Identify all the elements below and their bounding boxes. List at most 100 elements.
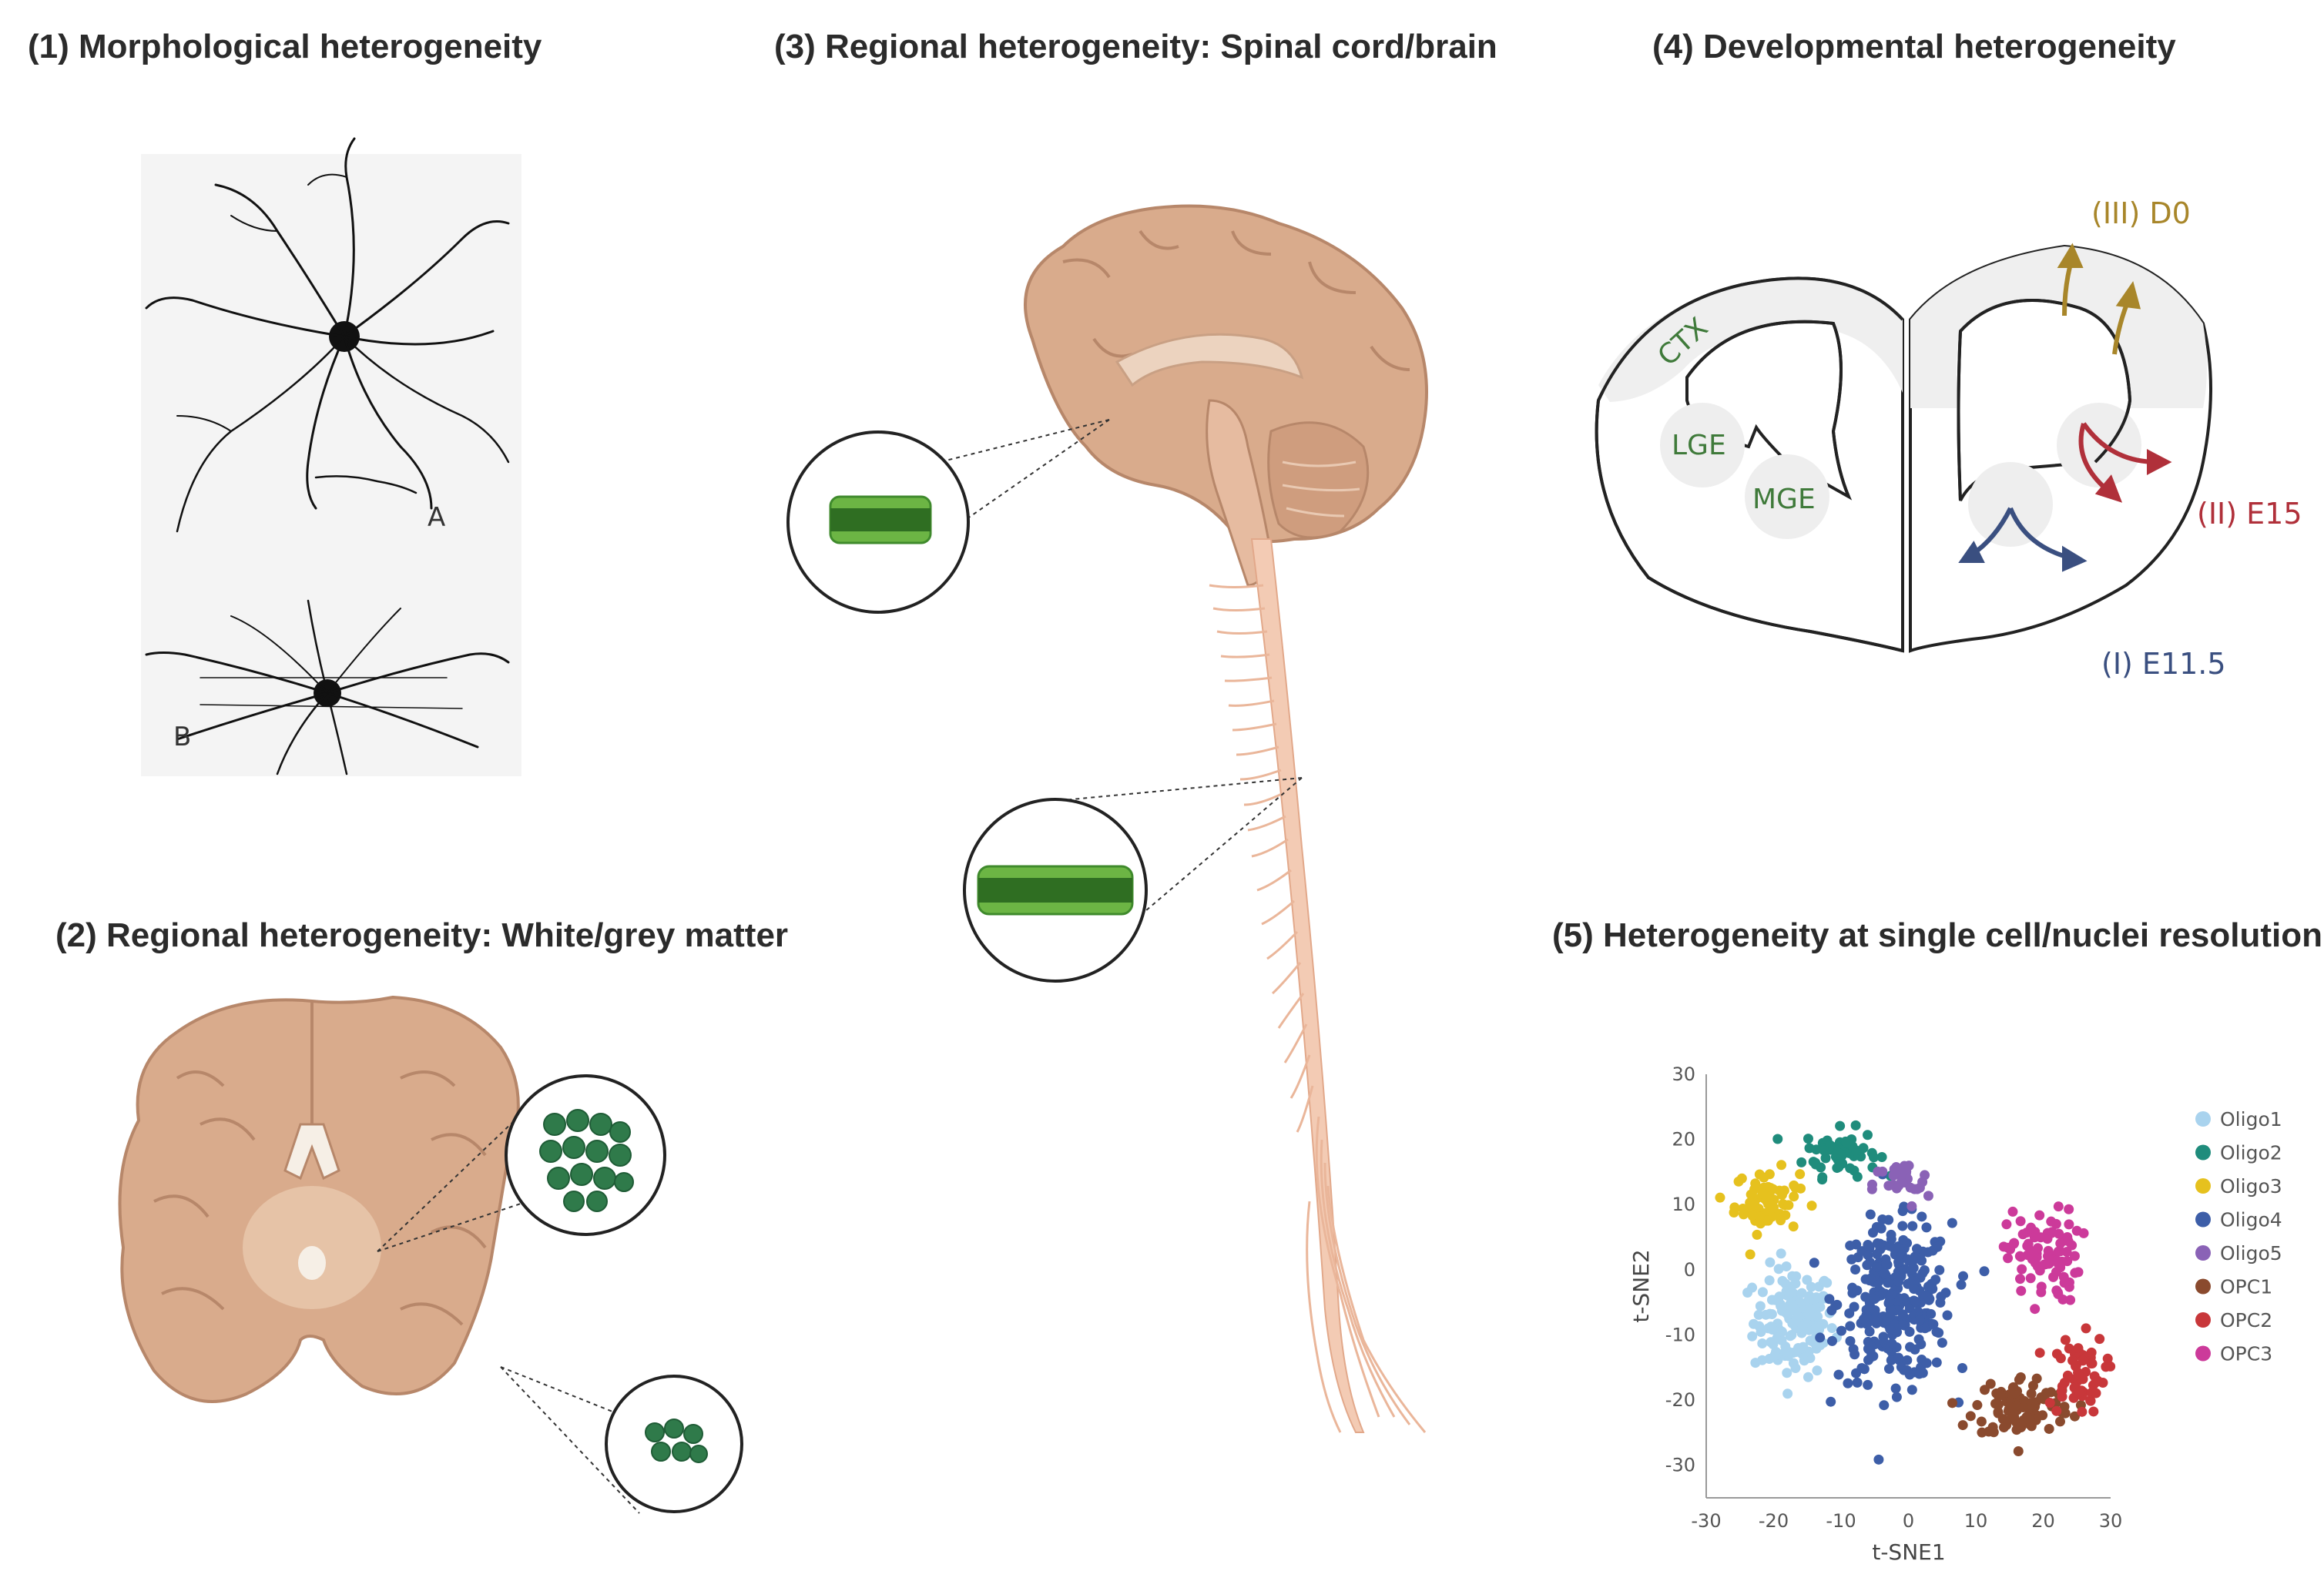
scatter-point-oligo4 — [1872, 1249, 1883, 1260]
scatter-point-opc3 — [2069, 1251, 2080, 1261]
scatter-point-oligo4 — [1903, 1255, 1914, 1266]
scatter-point-oligo4 — [1926, 1308, 1937, 1319]
x-tick-label: 20 — [2031, 1510, 2055, 1532]
sparse-oligodendrocytes — [645, 1419, 708, 1463]
scatter-point-oligo4 — [1863, 1240, 1873, 1251]
scatter-point-opc2 — [2094, 1334, 2105, 1345]
y-tick-label: 30 — [1672, 1063, 1695, 1085]
scatter-point-oligo4 — [1809, 1258, 1819, 1268]
scatter-point-oligo3 — [1729, 1202, 1740, 1213]
wave-ii-arrows — [2078, 422, 2172, 503]
scatter-point-oligo1 — [1806, 1281, 1816, 1292]
scatter-point-oligo2 — [1817, 1174, 1828, 1185]
scatter-point-oligo2 — [1858, 1143, 1869, 1154]
scatter-point-oligo3 — [1776, 1190, 1787, 1201]
scatter-point-oligo4 — [1815, 1332, 1826, 1343]
scatter-point-opc3 — [2014, 1251, 2025, 1261]
scatter-point-opc3 — [2017, 1229, 2028, 1240]
scatter-point-oligo1 — [1791, 1347, 1802, 1358]
scatter-point-oligo3 — [1752, 1229, 1762, 1240]
scatter-point-oligo4 — [1899, 1201, 1910, 1212]
scatter-point-oligo4 — [1886, 1229, 1896, 1240]
scatter-point-oligo4 — [1875, 1238, 1886, 1249]
scatter-point-oligo4 — [1868, 1351, 1879, 1362]
scatter-point-opc3 — [2016, 1285, 2027, 1296]
scatter-point-oligo4 — [1880, 1268, 1890, 1279]
scatter-point-oligo2 — [1796, 1157, 1807, 1167]
scatter-point-oligo2 — [1833, 1147, 1843, 1158]
scatter-point-opc1 — [1985, 1378, 1996, 1389]
scatter-point-oligo1 — [1814, 1325, 1825, 1335]
scatter-point-opc3 — [2073, 1267, 2084, 1278]
scatter-point-oligo3 — [1776, 1160, 1787, 1171]
scatter-point-oligo1 — [1742, 1288, 1753, 1298]
scatter-point-oligo2 — [1849, 1165, 1860, 1176]
scatter-point-opc3 — [2065, 1295, 2076, 1305]
legend-marker — [2195, 1144, 2211, 1161]
scatter-point-oligo2 — [1869, 1152, 1880, 1163]
scatter-point-oligo4 — [1883, 1278, 1893, 1288]
scatter-point-oligo4 — [1931, 1357, 1942, 1368]
scatter-point-oligo4 — [1870, 1305, 1880, 1315]
scatter-point-oligo1 — [1777, 1275, 1788, 1286]
scatter-point-opc1 — [2013, 1445, 2024, 1456]
grey-matter-zoom-circle — [605, 1375, 743, 1513]
scatter-point-oligo4 — [1877, 1214, 1888, 1225]
spinal-cord — [1250, 538, 1365, 1433]
mge-region — [1745, 454, 1829, 539]
scatter-point-oligo1 — [1764, 1275, 1775, 1286]
scatter-point-oligo4 — [1897, 1309, 1908, 1320]
scatter-point-opc2 — [2105, 1361, 2116, 1372]
y-tick-label: -30 — [1665, 1455, 1695, 1476]
scatter-point-oligo4 — [1850, 1264, 1861, 1275]
scatter-point-oligo4 — [1914, 1315, 1925, 1325]
scatter-point-opc2 — [2034, 1348, 2045, 1358]
scatter-point-oligo4 — [1904, 1326, 1915, 1337]
scatter-point-oligo4 — [1891, 1392, 1902, 1402]
scatter-point-oligo4 — [1979, 1266, 1990, 1277]
scatter-point-oligo4 — [1869, 1294, 1880, 1305]
scatter-point-opc3 — [2015, 1274, 2026, 1285]
scatter-point-oligo1 — [1783, 1346, 1794, 1357]
legend-marker — [2195, 1211, 2211, 1228]
scatter-point-oligo2 — [1841, 1137, 1852, 1148]
wave-i-arrows — [1958, 507, 2088, 572]
lge-region — [1660, 403, 1745, 487]
scatter-point-oligo2 — [1811, 1144, 1822, 1155]
x-tick-label: -30 — [1691, 1510, 1721, 1532]
scatter-point-oligo2 — [1863, 1130, 1873, 1141]
scatter-point-oligo2 — [1803, 1134, 1813, 1144]
scatter-point-opc3 — [2036, 1287, 2047, 1298]
scatter-point-opc2 — [2102, 1353, 2113, 1364]
scatter-point-oligo4 — [1956, 1279, 1967, 1290]
scatter-point-oligo4 — [1858, 1314, 1869, 1325]
scatter-point-opc3 — [2030, 1304, 2041, 1315]
scatter-point-opc3 — [2007, 1206, 2018, 1217]
scatter-point-oligo4 — [1885, 1324, 1896, 1335]
scatter-point-oligo4 — [1856, 1362, 1867, 1373]
scatter-point-oligo1 — [1786, 1329, 1797, 1340]
scatter-point-opc3 — [2035, 1232, 2046, 1243]
scatter-point-oligo4 — [1942, 1310, 1953, 1321]
scatter-point-oligo4 — [1833, 1369, 1844, 1380]
scatter-point-oligo1 — [1784, 1288, 1795, 1299]
scatter-point-oligo3 — [1757, 1188, 1768, 1199]
scatter-point-opc3 — [2044, 1255, 2055, 1266]
white-matter-zoom-circle — [505, 1074, 666, 1236]
scatter-point-opc2 — [2086, 1347, 2097, 1358]
scatter-point-oligo4 — [1905, 1342, 1916, 1352]
scatter-point-opc2 — [2060, 1335, 2071, 1345]
y-tick-label: -10 — [1665, 1324, 1695, 1345]
scatter-point-oligo4 — [1898, 1320, 1909, 1331]
scatter-point-opc1 — [1947, 1398, 1957, 1408]
corpus-callosum — [1115, 333, 1304, 387]
scatter-point-oligo5 — [1923, 1191, 1933, 1201]
legend-marker — [2195, 1312, 2211, 1328]
y-axis-label: t-SNE2 — [1628, 1249, 1654, 1322]
scatter-point-oligo3 — [1789, 1191, 1799, 1202]
x-axis-label: t-SNE1 — [1872, 1539, 1945, 1565]
scatter-point-oligo4 — [1906, 1385, 1917, 1395]
scatter-point-oligo1 — [1781, 1261, 1792, 1271]
scatter-point-oligo4 — [1958, 1271, 1969, 1281]
scatter-point-oligo1 — [1792, 1311, 1803, 1321]
